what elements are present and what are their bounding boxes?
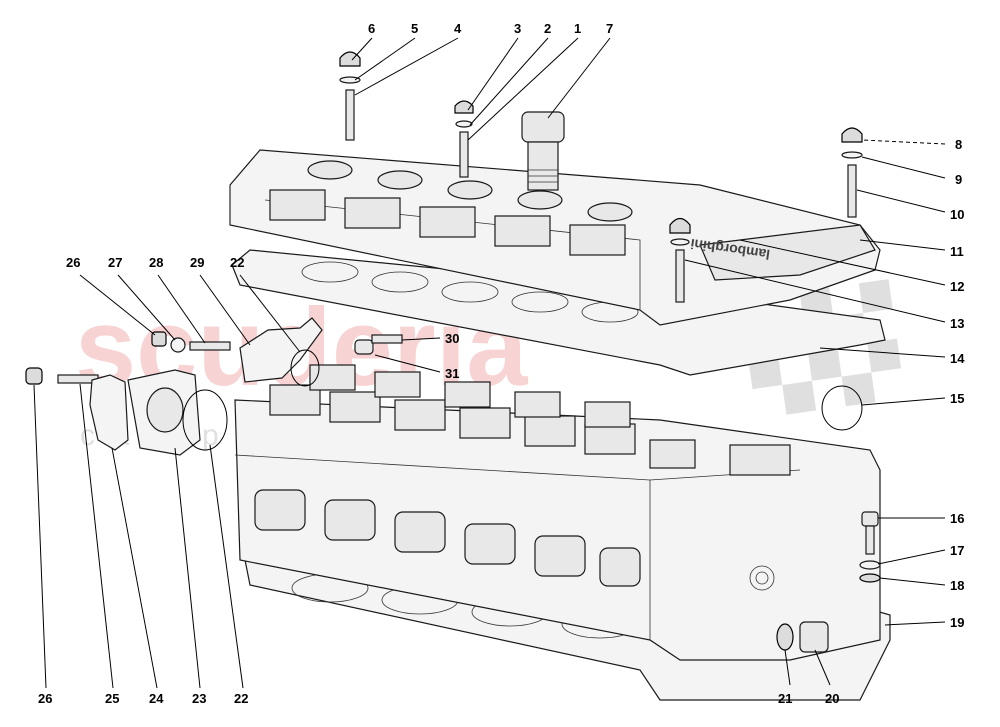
callout-24: 24: [149, 691, 164, 706]
callout-11: 11: [950, 244, 964, 259]
callout-8: 8: [955, 137, 962, 152]
callout-3: 3: [514, 21, 521, 36]
callout-labels: 6 5 4 3 2 1 7 8 9 10 11 12 13 14 15 16 1…: [38, 21, 965, 706]
callout-16: 16: [950, 511, 964, 526]
callout-14: 14: [950, 351, 965, 366]
callout-13: 13: [950, 316, 964, 331]
valve-cover: lamborghini: [229, 149, 881, 326]
callout-29: 29: [190, 255, 204, 270]
callout-22-upper: 22: [230, 255, 244, 270]
callout-15: 15: [950, 391, 964, 406]
leader-lines: [33, 37, 946, 689]
callout-30: 30: [445, 331, 459, 346]
callout-21: 21: [778, 691, 792, 706]
callout-26-lower: 26: [38, 691, 52, 706]
callout-7: 7: [606, 21, 613, 36]
side-parts: [25, 317, 881, 653]
callout-10: 10: [950, 207, 964, 222]
callout-27: 27: [108, 255, 122, 270]
callout-1: 1: [574, 21, 581, 36]
callout-28: 28: [149, 255, 163, 270]
camshaft-caps: [269, 364, 791, 476]
callout-19: 19: [950, 615, 964, 630]
cover-fasteners: [339, 51, 863, 303]
callout-12: 12: [950, 279, 964, 294]
callout-23: 23: [192, 691, 206, 706]
cylinder-head: [234, 364, 881, 661]
callout-9: 9: [955, 172, 962, 187]
callout-20: 20: [825, 691, 839, 706]
callout-18: 18: [950, 578, 964, 593]
callout-31: 31: [445, 366, 459, 381]
callout-6: 6: [368, 21, 375, 36]
callout-26-upper: 26: [66, 255, 80, 270]
callout-4: 4: [454, 21, 462, 36]
callout-5: 5: [411, 21, 418, 36]
callout-25: 25: [105, 691, 119, 706]
callout-17: 17: [950, 543, 964, 558]
callout-2: 2: [544, 21, 551, 36]
callout-22-lower: 22: [234, 691, 248, 706]
